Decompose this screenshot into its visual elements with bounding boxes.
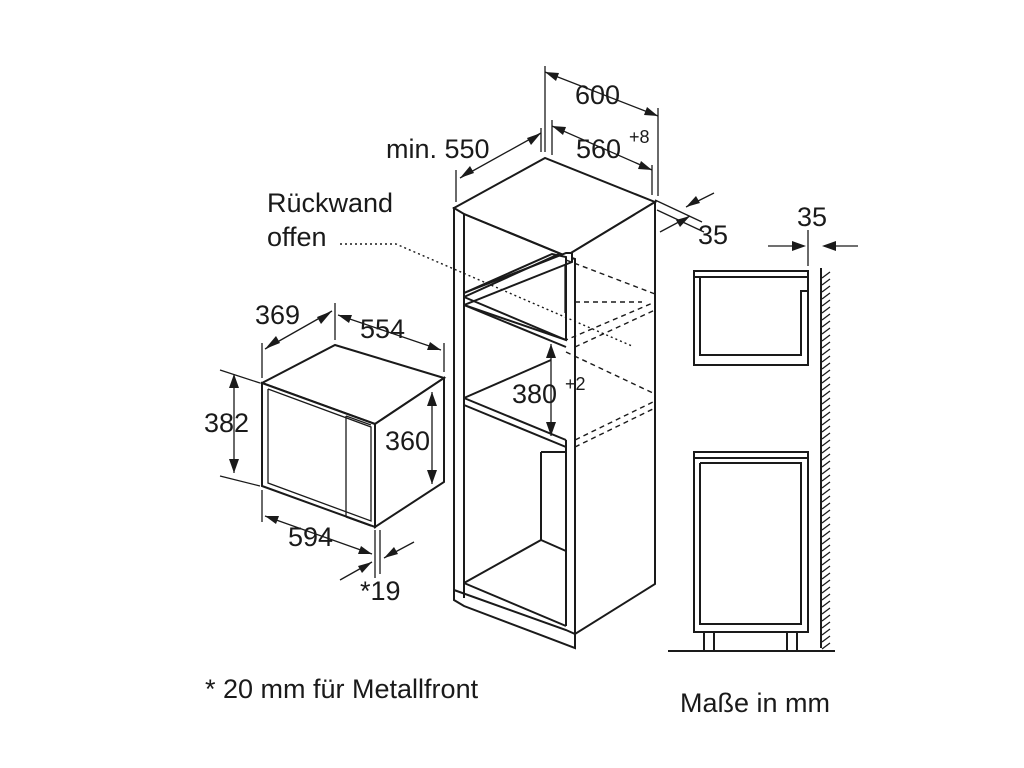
wall-hatch-mark [821,334,831,342]
cabinet-upper-shelf-edge [463,252,573,307]
wall-hatch-mark [821,607,831,615]
wall-hatch-mark [821,327,831,335]
wall-hatch-mark [821,292,831,300]
wall-hatch-mark [821,495,831,503]
wall-hatch-mark [821,621,831,629]
cab-width-inner-label: 560 [576,134,621,164]
microwave-dimensions [219,303,445,581]
wall-hatch-mark [821,376,831,384]
wall-hatch-mark [821,418,831,426]
wall-hatch-mark [821,544,831,552]
wall-hatch-mark [821,278,831,286]
cab-niche-height-tol: +2 [565,374,586,394]
wall-hatch-mark [821,369,831,377]
wall-hatch-mark [821,355,831,363]
mw-front-depth-label: *19 [360,576,401,606]
cab-width-outer-label: 600 [575,80,620,110]
wall-hatch-mark [821,341,831,349]
wall-hatch-mark [821,313,831,321]
cab-back-gap-label: 35 [698,220,728,250]
wall-hatch-mark [821,271,831,279]
wall-hatch-mark [821,299,831,307]
wall-hatch-mark [821,523,831,531]
cab-depth-min-label: min. 550 [386,134,490,164]
wall-hatch-mark [821,446,831,454]
wall-hatch-mark [821,383,831,391]
wall-hatch-mark [821,348,831,356]
wall-hatch-mark [821,460,831,468]
wall-hatch-mark [821,285,831,293]
footnote-text: * 20 mm für Metallfront [205,674,479,704]
wall-hatch-mark [821,390,831,398]
back-wall-label-line1: Rückwand [267,188,393,218]
wall-hatch-mark [821,306,831,314]
wall-hatch-mark [821,642,831,650]
wall-hatch-mark [821,635,831,643]
cabinet-plinth [453,588,576,650]
microwave-drawing [259,343,447,529]
cabinet-drawing [451,156,658,650]
wall-hatch-mark [821,537,831,545]
wall-hatch-mark [821,488,831,496]
wall-hatch-mark [821,565,831,573]
wall-hatch-mark [821,453,831,461]
wall-hatch-mark [821,320,831,328]
wall-hatch-mark [821,411,831,419]
labels: 369 554 382 360 594 *19 600 560 +8 min. … [204,80,830,718]
wall-hatch-mark [821,509,831,517]
wall-hatch-mark [821,502,831,510]
side-lower-box [693,451,809,633]
mw-width-bottom-label: 594 [288,522,333,552]
wall-hatch-mark [821,628,831,636]
wall-hatch-mark [821,481,831,489]
wall-hatch-mark [821,397,831,405]
wall-hatch-mark [821,572,831,580]
wall-hatch-mark [821,586,831,594]
wall-hatch-mark [821,425,831,433]
wall-hatch-mark [821,432,831,440]
mw-width-top-label: 554 [360,314,405,344]
wall-hatch-mark [821,614,831,622]
cabinet-dimensions [340,66,715,436]
mw-height-outer-label: 382 [204,408,249,438]
mw-depth-label: 369 [255,300,300,330]
side-wall-gap-label: 35 [797,202,827,232]
cabinet-left-panel [453,207,465,599]
cabinet-right-panel [563,200,656,636]
wall-hatch-mark [821,558,831,566]
wall-hatch-mark [821,530,831,538]
cab-width-inner-tol: +8 [629,127,650,147]
wall-hatch-mark [821,551,831,559]
wall-hatch-mark [821,362,831,370]
wall-hatch-mark [821,404,831,412]
units-note: Maße in mm [680,688,830,718]
cab-niche-height-label: 380 [512,379,557,409]
back-wall-label-line2: offen [267,222,327,252]
wall-hatch-mark [821,474,831,482]
wall-hatch-mark [821,579,831,587]
mw-height-inner-label: 360 [385,426,430,456]
side-upper-box [693,270,809,366]
microwave-side-face [374,376,445,529]
side-view-drawing [668,230,858,652]
wall-hatch-mark [821,467,831,475]
wall-hatch-mark [821,516,831,524]
wall-hatch-mark [821,439,831,447]
wall-hatch-mark [821,593,831,601]
wall-hatch-mark [821,600,831,608]
